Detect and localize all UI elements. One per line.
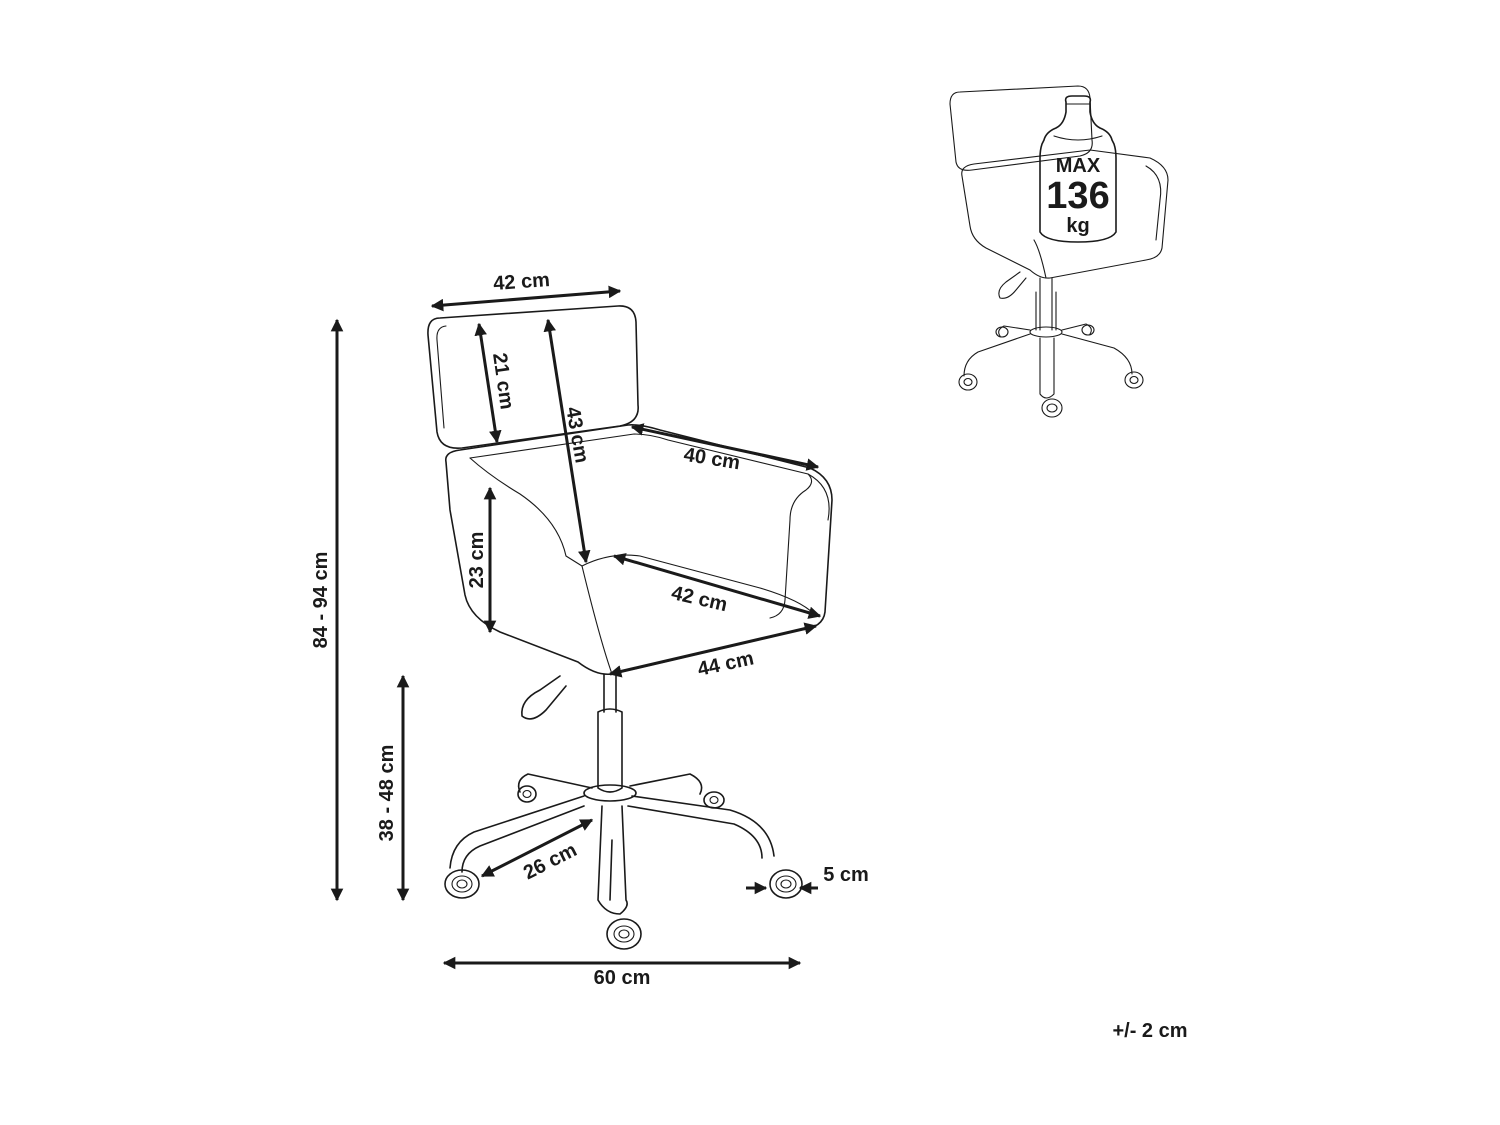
tolerance-note: +/- 2 cm — [1112, 1020, 1187, 1042]
gas-cylinder — [597, 708, 623, 793]
star-base — [449, 773, 775, 915]
load-capacity-illustration: MAX 136 kg — [949, 85, 1169, 418]
dimension-lines — [330, 285, 822, 970]
label-back-height: 43 cm — [561, 405, 593, 465]
label-seat-height: 38 - 48 cm — [376, 745, 398, 842]
label-wheel-diameter: 5 cm — [823, 864, 869, 886]
dimension-labels: 42 cm 21 cm 43 cm 40 cm 23 cm 42 cm 44 c… — [310, 269, 1188, 1042]
label-total-height: 84 - 94 cm — [310, 552, 332, 649]
max-load-unit: kg — [1066, 215, 1089, 237]
height-lever — [521, 675, 567, 720]
max-load-value: 136 — [1046, 175, 1109, 217]
label-armrest-height: 23 cm — [466, 532, 488, 589]
chair-illustration — [427, 305, 833, 950]
backrest — [427, 305, 639, 449]
max-load-label: MAX — [1056, 155, 1101, 177]
caster-wheels — [444, 785, 803, 950]
label-backrest-height: 21 cm — [488, 352, 518, 411]
label-base-diameter: 60 cm — [594, 967, 651, 989]
label-leg-length: 26 cm — [520, 839, 581, 884]
seat-shell — [444, 424, 833, 676]
max-load-badge: MAX 136 kg — [1039, 95, 1117, 243]
label-backrest-width: 42 cm — [493, 269, 551, 295]
